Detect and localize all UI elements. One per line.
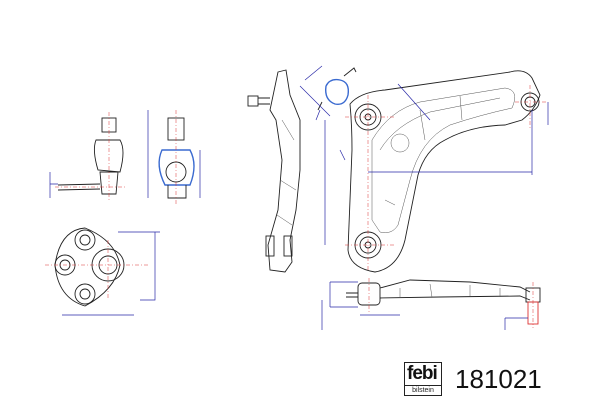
control-arm-bottom-view	[321, 278, 541, 330]
ball-joint-front-view	[147, 110, 201, 205]
control-arm-plan-view	[324, 70, 549, 273]
logo-main-text: febi	[407, 363, 438, 384]
control-arm-side-view	[247, 69, 301, 273]
logo-sub-text: bilstein	[405, 385, 441, 395]
part-number: 181021	[455, 364, 542, 394]
ball-joint-plan-view	[45, 227, 160, 316]
bushing-detail-view	[299, 65, 357, 121]
febi-bilstein-logo: febi bilstein	[404, 362, 442, 396]
ball-joint-side-view	[49, 112, 125, 200]
